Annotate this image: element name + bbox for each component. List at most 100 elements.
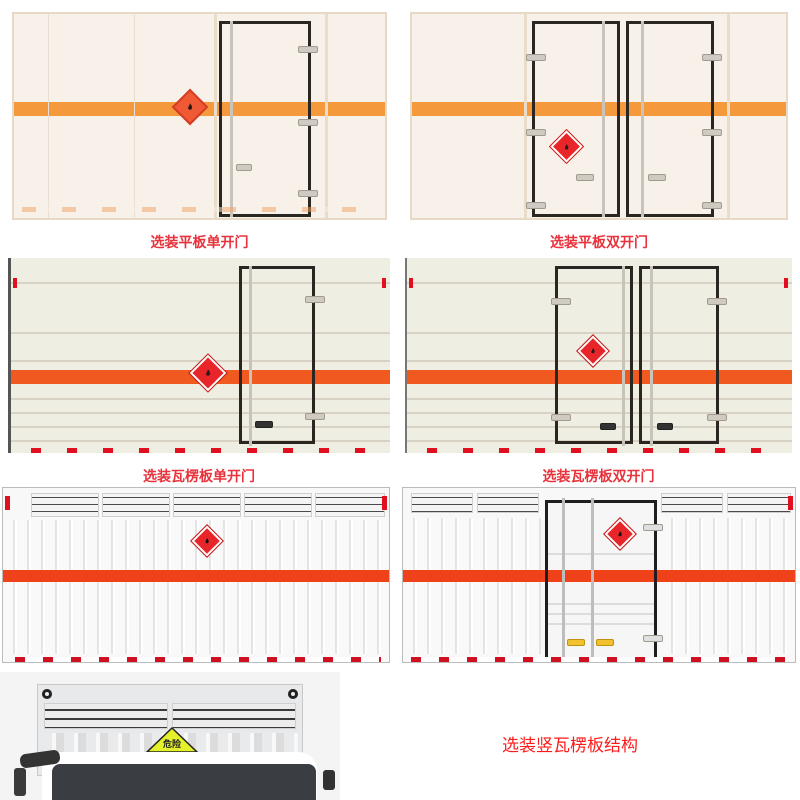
corrugation-rib xyxy=(407,360,792,362)
side-reflector xyxy=(382,496,387,510)
reflector-strip xyxy=(15,657,381,662)
reflector-strip xyxy=(427,448,782,453)
side-reflector xyxy=(788,496,793,510)
corrugation-rib xyxy=(407,398,792,400)
side-reflector xyxy=(409,278,413,288)
left-door[interactable] xyxy=(532,21,620,217)
flame-icon xyxy=(618,531,622,537)
vent-louver xyxy=(172,703,296,729)
corrugation-rib xyxy=(11,412,390,414)
vent-louver xyxy=(477,493,539,513)
flat-single-door-panel xyxy=(12,12,387,220)
hinge xyxy=(702,202,722,209)
flammable-hazard-diamond-icon xyxy=(171,88,209,126)
vent-louver xyxy=(411,493,473,513)
vent-louver xyxy=(315,493,385,517)
door-rib xyxy=(548,613,654,615)
hinge xyxy=(305,413,325,420)
flame-icon xyxy=(205,538,209,544)
lock-rod xyxy=(230,21,233,217)
flame-icon xyxy=(564,143,569,149)
flammable-hazard-diamond-icon xyxy=(190,524,224,558)
orange-stripe xyxy=(407,370,792,384)
side-reflector xyxy=(5,496,10,510)
hinge xyxy=(305,296,325,303)
reflector-strip xyxy=(31,448,380,453)
corrugation-rib xyxy=(407,332,792,334)
marker-light xyxy=(42,689,52,699)
vent-louver xyxy=(661,493,723,513)
door-handle[interactable] xyxy=(236,164,252,171)
door-rib xyxy=(548,623,654,625)
side-reflector xyxy=(13,278,17,288)
door-handle[interactable] xyxy=(567,639,585,646)
lock-rod xyxy=(562,498,565,662)
hinge xyxy=(702,54,722,61)
red-orange-stripe xyxy=(3,570,389,582)
orange-stripe xyxy=(217,102,325,116)
hinge xyxy=(526,129,546,136)
vertical-corrugated-door-panel xyxy=(402,487,796,663)
hinge xyxy=(643,635,663,642)
vent-louver xyxy=(102,493,170,517)
side-mirror xyxy=(323,770,335,790)
lock-rod xyxy=(650,266,653,446)
corrugated-single-door-panel xyxy=(8,258,390,453)
door-handle[interactable] xyxy=(600,423,616,430)
lock-rod xyxy=(641,21,644,217)
caption-vertical-corrugated-structure: 选装竖瓦楞板结构 xyxy=(502,736,638,756)
reflector-strip xyxy=(22,207,377,212)
hinge xyxy=(551,414,571,421)
flammable-hazard-diamond-icon xyxy=(188,353,228,393)
hinge xyxy=(643,524,663,531)
caption-flat-single-door: 选装平板单开门 xyxy=(150,235,249,251)
corrugation-rib xyxy=(11,440,390,442)
flammable-hazard-diamond-icon xyxy=(603,517,637,551)
hinge xyxy=(298,190,318,197)
caption-corrugated-single-door: 选装瓦楞板单开门 xyxy=(143,469,255,485)
warning-sign-text: 危险 xyxy=(162,740,181,750)
hinge xyxy=(707,298,727,305)
corrugation-rib xyxy=(11,282,390,284)
vertical-ribs xyxy=(661,518,795,654)
flammable-hazard-diamond-icon xyxy=(548,128,585,165)
hinge xyxy=(298,46,318,53)
side-reflector xyxy=(382,278,386,288)
marker-light xyxy=(288,689,298,699)
single-door[interactable] xyxy=(239,266,315,444)
lock-rod xyxy=(622,266,625,446)
right-door[interactable] xyxy=(639,266,719,444)
caption-flat-double-door: 选装平板双开门 xyxy=(550,235,648,251)
corrugation-rib xyxy=(11,398,390,400)
vent-louver xyxy=(727,493,791,513)
flame-icon xyxy=(591,348,595,354)
door-handle[interactable] xyxy=(596,639,614,646)
truck-front-photo: 危险 xyxy=(0,672,340,800)
corrugation-rib xyxy=(11,332,390,334)
door-handle[interactable] xyxy=(657,423,673,430)
flame-icon xyxy=(206,369,211,376)
door-handle[interactable] xyxy=(255,421,273,428)
red-orange-stripe xyxy=(548,570,654,582)
windshield xyxy=(52,764,316,800)
door-handle[interactable] xyxy=(576,174,594,181)
mirror-arm xyxy=(14,768,26,796)
hinge xyxy=(702,129,722,136)
flame-icon xyxy=(188,103,193,110)
vent-louver xyxy=(31,493,99,517)
hinge xyxy=(298,119,318,126)
hinge xyxy=(526,54,546,61)
corrugation-rib xyxy=(407,426,792,428)
corrugation-rib xyxy=(407,282,792,284)
door-handle[interactable] xyxy=(648,174,666,181)
door-rib xyxy=(548,553,654,555)
door-rib xyxy=(548,603,654,605)
vertical-corrugated-panel xyxy=(2,487,390,663)
flat-double-door-panel xyxy=(410,12,788,220)
flammable-hazard-diamond-icon xyxy=(576,334,610,368)
right-door[interactable] xyxy=(626,21,714,217)
corrugation-rib xyxy=(11,426,390,428)
hinge xyxy=(551,298,571,305)
left-door[interactable] xyxy=(555,266,633,444)
side-reflector xyxy=(784,278,788,288)
